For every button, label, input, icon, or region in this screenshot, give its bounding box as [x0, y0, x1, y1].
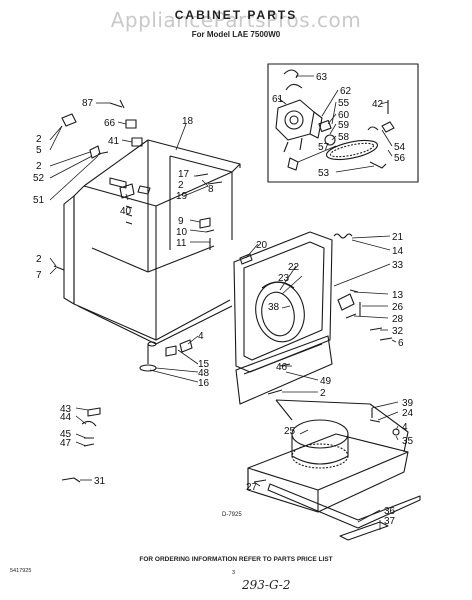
label-26: 26: [392, 302, 404, 313]
label-61: 61: [272, 94, 284, 105]
leader-lines: [49, 75, 399, 530]
label-2: 2: [36, 161, 42, 172]
label-39: 39: [402, 398, 414, 409]
cabinet-drawing: [63, 139, 241, 345]
label-14: 14: [392, 246, 404, 257]
ordering-note: FOR ORDERING INFORMATION REFER TO PARTS …: [139, 556, 333, 563]
label-44: 44: [60, 412, 72, 423]
label-2: 2: [36, 254, 42, 265]
label-20: 20: [256, 240, 268, 251]
label-54: 54: [394, 142, 406, 153]
label-18: 18: [182, 116, 194, 127]
front-panel: [233, 231, 333, 373]
label-42: 42: [372, 99, 384, 110]
label-4: 4: [402, 422, 408, 433]
label-32: 32: [392, 326, 404, 337]
label-37: 37: [384, 516, 396, 527]
label-15: 15: [198, 359, 210, 370]
model-subtitle: For Model LAE 7500W0: [191, 30, 281, 39]
label-51: 51: [33, 195, 45, 206]
label-8: 8: [208, 184, 214, 195]
motor-drawing: [275, 83, 323, 153]
label-59: 59: [338, 120, 350, 131]
handwritten-note: 293-G-2: [242, 578, 291, 592]
label-87: 87: [82, 98, 94, 109]
label-46: 46: [276, 362, 288, 373]
label-24: 24: [402, 408, 414, 419]
label-45: 45: [60, 429, 72, 440]
label-11: 11: [176, 238, 187, 249]
label-9: 9: [178, 216, 184, 227]
drawing-code: D-7925: [222, 512, 242, 518]
label-60: 60: [338, 110, 350, 121]
label-21: 21: [392, 232, 404, 243]
label-35: 35: [402, 436, 414, 447]
label-58: 58: [338, 132, 350, 143]
page-title: CABINET PARTS: [174, 8, 298, 22]
label-4: 4: [198, 331, 204, 342]
label-33: 33: [392, 260, 404, 271]
label-57: 57: [318, 142, 330, 153]
label-40: 40: [120, 206, 132, 217]
label-2: 2: [178, 180, 184, 191]
label-62: 62: [340, 86, 352, 97]
label-2: 2: [320, 388, 326, 399]
label-10: 10: [176, 227, 188, 238]
label-28: 28: [392, 314, 404, 325]
label-2: 2: [36, 134, 42, 145]
inset-box: [267, 63, 419, 183]
label-13: 13: [392, 290, 404, 301]
label-56: 56: [394, 153, 406, 164]
label-17: 17: [178, 169, 190, 180]
footer-left-code: 5417925: [10, 568, 32, 574]
top-panel: [247, 399, 409, 513]
hardware-parts: [53, 99, 400, 483]
toe-panel: [235, 335, 333, 405]
label-27: 27: [246, 482, 258, 493]
label-52: 52: [33, 173, 45, 184]
label-38: 38: [268, 302, 280, 313]
label-43: 43: [60, 404, 72, 415]
label-55: 55: [338, 98, 350, 109]
pulley: [324, 134, 336, 146]
label-41: 41: [108, 136, 120, 147]
label-25: 25: [284, 426, 296, 437]
label-6: 6: [398, 338, 404, 349]
label-48: 48: [198, 368, 210, 379]
label-49: 49: [320, 376, 332, 387]
label-19: 19: [176, 191, 188, 202]
label-7: 7: [36, 270, 42, 281]
label-66: 66: [104, 118, 116, 129]
label-5: 5: [36, 145, 42, 156]
label-47: 47: [60, 438, 72, 449]
label-31: 31: [94, 476, 106, 487]
label-53: 53: [318, 168, 330, 179]
label-16: 16: [198, 378, 210, 389]
page-number: 3: [232, 570, 236, 576]
belt: [325, 139, 379, 161]
watermark: AppliancePartsPros.com: [110, 8, 362, 32]
label-22: 22: [288, 262, 300, 273]
label-23: 23: [278, 273, 290, 284]
base-panel: [267, 483, 421, 541]
label-63: 63: [316, 72, 328, 83]
callout-labels: 87 66 2 5 41 2 52 51 18 17 2 8 19 40 9 1…: [33, 72, 414, 527]
label-36: 36: [384, 506, 396, 517]
